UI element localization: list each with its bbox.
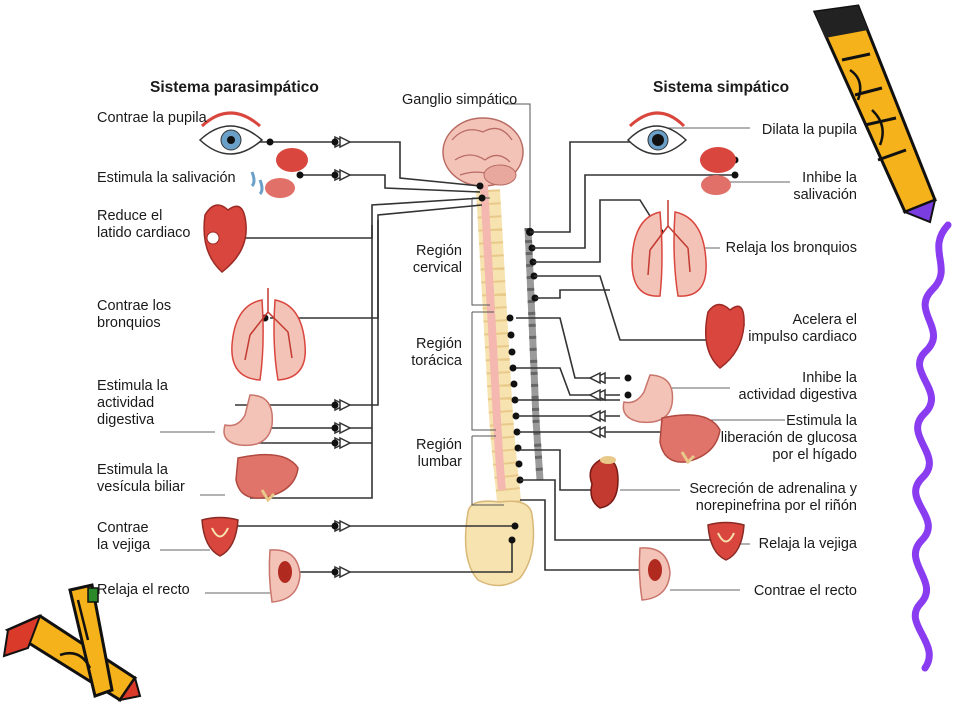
left-heart-icon (203, 204, 247, 273)
parasympathetic-ganglia (334, 135, 352, 579)
spinal-column (442, 117, 544, 587)
symp-label-bladder: Relaja la vejiga (758, 536, 857, 552)
label-leader-lines (160, 127, 790, 594)
right-eye-icon (626, 111, 688, 155)
parasympathetic-dots (261, 138, 519, 576)
para-label-pupil: Contrae la pupila (97, 110, 207, 126)
right-lungs-icon (631, 200, 707, 297)
pencil-bottom-left-icon (2, 583, 142, 703)
purple-squiggle-border (911, 221, 952, 672)
right-liver-icon (659, 414, 721, 465)
left-stomach-icon (223, 394, 274, 447)
ganglion-pointer-line (505, 103, 531, 230)
right-heart-icon (705, 303, 745, 369)
right-bladder-icon (707, 521, 745, 561)
pencil-top-right-icon (812, 4, 937, 224)
symp-label-pupil: Dilata la pupila (761, 122, 857, 138)
left-rectum-icon (268, 549, 301, 603)
left-liver-icon (235, 453, 299, 503)
left-eye-icon (198, 111, 264, 155)
right-stomach-icon (622, 374, 674, 424)
spinal-root-dots (506, 228, 539, 484)
left-lungs-icon (231, 288, 306, 381)
ganglion-label: Ganglio simpático (402, 92, 518, 108)
right-kidney-icon (589, 456, 619, 509)
pelvis (464, 500, 535, 587)
sympathetic-ganglia (588, 371, 606, 439)
left-salivary-gland-icon (250, 148, 308, 198)
sympathetic-header: Sistema simpático (653, 79, 790, 96)
left-bladder-icon (201, 516, 239, 557)
parasympathetic-nerves (205, 141, 515, 573)
region-brackets (471, 197, 504, 506)
parasympathetic-header: Sistema parasimpático (150, 79, 319, 96)
symp-label-bronchi: Relaja los bronquios (725, 240, 857, 256)
para-label-saliva: Estimula la salivación (97, 170, 236, 186)
right-rectum-icon (638, 547, 671, 601)
right-salivary-gland-icon (700, 147, 736, 195)
symp-label-rectum: Contrae el recto (753, 583, 857, 599)
para-label-rectum: Relaja el recto (97, 582, 190, 598)
